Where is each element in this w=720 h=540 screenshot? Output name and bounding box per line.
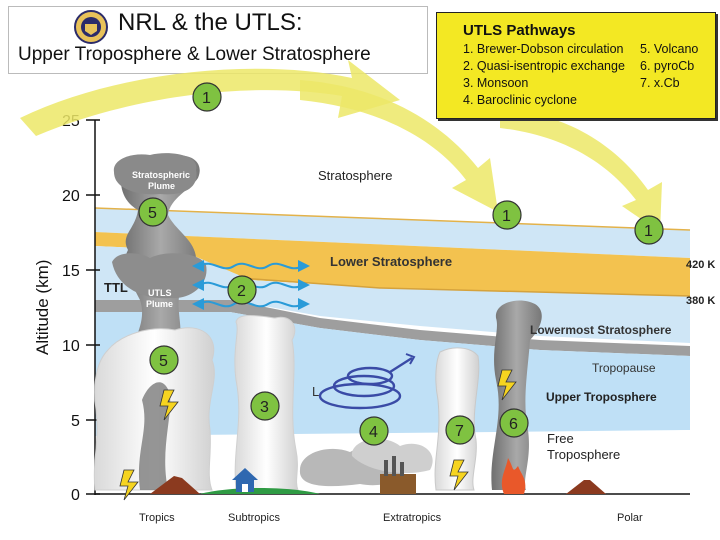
legend-item: 7. x.Cb: [640, 76, 680, 90]
low-pressure-label: L: [312, 384, 319, 399]
tropical-grey-anvil: [112, 253, 207, 299]
lightning-icon: [159, 389, 179, 421]
label-tropopause: Tropopause: [592, 361, 656, 375]
svg-text:1: 1: [202, 90, 211, 107]
upper-stratosphere-blue-band: [95, 208, 690, 258]
lightning-icon: [497, 369, 517, 401]
y-axis-label: Altitude (km): [33, 260, 52, 355]
legend-title: UTLS Pathways: [463, 22, 576, 39]
pathway-marker-7: 7: [445, 415, 475, 445]
svg-text:1: 1: [644, 223, 653, 240]
legend-item: 3. Monsoon: [463, 76, 529, 90]
stratosphere-band: [95, 110, 690, 232]
pathway-marker-5-lower: 5: [149, 345, 179, 375]
label-ttl: TTL: [104, 280, 128, 295]
tick-15: 15: [62, 263, 80, 280]
lightning-icon: [449, 459, 469, 491]
label-380k: 380 K: [686, 295, 715, 307]
fire-icon: [501, 458, 526, 494]
legend-item: 1. Brewer-Dobson circulation: [463, 42, 624, 56]
pathway-marker-1-right: 1: [634, 215, 664, 245]
svg-text:5: 5: [159, 353, 168, 370]
svg-text:4: 4: [369, 424, 378, 441]
label-free-troposphere-1: Free: [547, 431, 574, 446]
svg-text:1: 1: [502, 208, 511, 225]
latitude-tropics: Tropics: [139, 512, 175, 524]
label-lowermost-stratosphere: Lowermost Stratosphere: [530, 323, 672, 337]
pathway-marker-5-upper: 5: [138, 197, 168, 227]
label-stratospheric-plume-1: Stratospheric: [132, 170, 190, 180]
svg-text:2: 2: [237, 283, 246, 300]
pathway-marker-1-top: 1: [192, 82, 222, 112]
nrl-logo-icon: [74, 10, 108, 44]
label-stratosphere: Stratosphere: [318, 168, 392, 183]
tropopause-band: [95, 300, 690, 356]
tick-0: 0: [71, 487, 80, 504]
legend-item: 4. Baroclinic cyclone: [463, 93, 577, 107]
title-subtitle: Upper Troposphere & Lower Stratosphere: [18, 44, 371, 65]
pyrocb-plume: [491, 300, 542, 490]
label-free-troposphere-2: Troposphere: [547, 447, 620, 462]
tropical-top-plume: [113, 153, 197, 195]
cyclone-spiral: [318, 353, 416, 410]
svg-text:6: 6: [509, 416, 518, 433]
svg-text:5: 5: [148, 205, 157, 222]
latitude-extratropics: Extratropics: [383, 512, 442, 524]
lower-stratosphere-band: [95, 232, 690, 296]
svg-text:3: 3: [260, 399, 269, 416]
volcano-polar: [566, 480, 606, 494]
lightning-icon: [119, 469, 139, 501]
latitude-subtropics: Subtropics: [228, 512, 280, 524]
legend-item: 6. pyroCb: [640, 59, 695, 73]
pathway-marker-2: 2: [227, 275, 257, 305]
tick-5: 5: [71, 413, 80, 430]
label-lower-stratosphere: Lower Stratosphere: [330, 254, 452, 269]
tick-10: 10: [62, 338, 80, 355]
pathway-marker-1-mid: 1: [492, 200, 522, 230]
label-420k: 420 K: [686, 259, 715, 271]
pathways-legend: [436, 12, 716, 119]
label-upper-troposphere: Upper Troposphere: [546, 390, 657, 404]
title-main: NRL & the UTLS:: [118, 9, 303, 36]
pathway-marker-4: 4: [359, 416, 389, 446]
label-stratospheric-plume-2: Plume: [148, 181, 175, 191]
house-icon: [232, 468, 258, 492]
volcano-tropics: [150, 476, 200, 494]
legend-item: 2. Quasi-isentropic exchange: [463, 59, 625, 73]
label-utls-plume-2: Plume: [146, 299, 173, 309]
latitude-polar: Polar: [617, 512, 643, 524]
tick-20: 20: [62, 188, 80, 205]
factory-icon: [380, 456, 416, 494]
svg-text:7: 7: [455, 423, 464, 440]
y-axis-ticks: [86, 119, 100, 495]
pathway-marker-3: 3: [250, 391, 280, 421]
legend-item: 5. Volcano: [640, 42, 699, 56]
label-utls-plume-1: UTLS: [148, 288, 172, 298]
bdc-arrow-left: [20, 60, 400, 136]
pathway-marker-6: 6: [499, 408, 529, 438]
bdc-arrow-mid: [300, 80, 498, 212]
